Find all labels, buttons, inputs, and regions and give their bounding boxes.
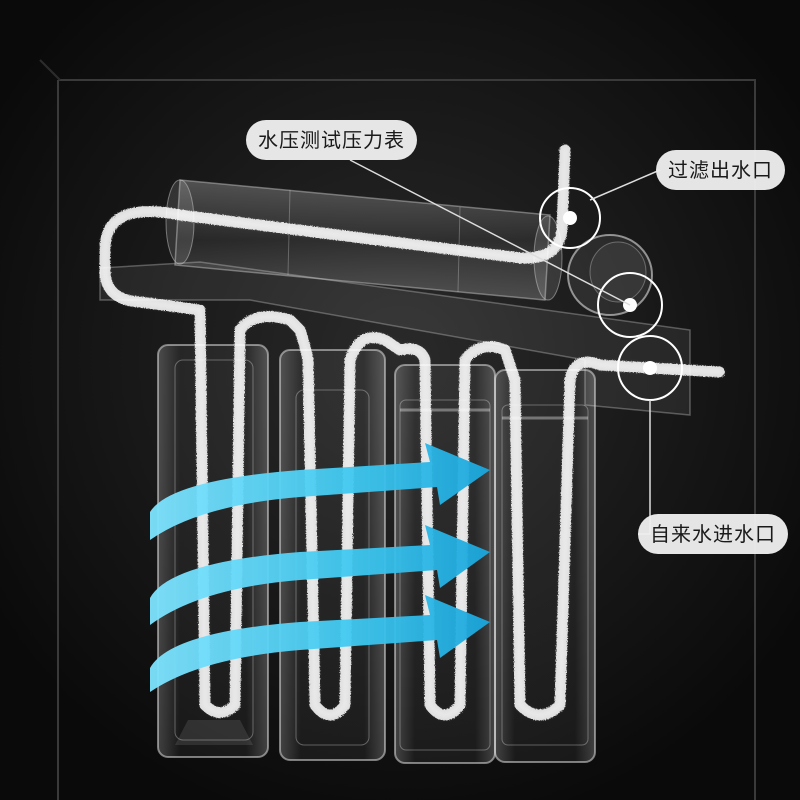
- outlet-highlight-circle: [539, 187, 601, 249]
- outlet-leader-line: [589, 169, 661, 201]
- flow-arrow-3: [150, 595, 490, 692]
- pressure-gauge-label: 水压测试压力表: [246, 120, 417, 160]
- flow-arrow-1: [150, 443, 490, 540]
- cabinet-corner: [39, 59, 61, 81]
- outlet-dot: [563, 211, 577, 225]
- gauge-leader-line: [349, 159, 631, 306]
- inlet-dot: [643, 361, 657, 375]
- cabinet-edge-top: [58, 79, 756, 800]
- tap-inlet-label: 自来水进水口: [638, 514, 788, 554]
- water-flow-glow: [102, 147, 723, 718]
- gauge-highlight-circle: [597, 272, 663, 338]
- cartridge-1: [157, 344, 269, 758]
- cartridge-4: [494, 369, 596, 763]
- filtered-outlet-label: 过滤出水口: [656, 150, 785, 190]
- flow-arrow-2: [150, 525, 490, 625]
